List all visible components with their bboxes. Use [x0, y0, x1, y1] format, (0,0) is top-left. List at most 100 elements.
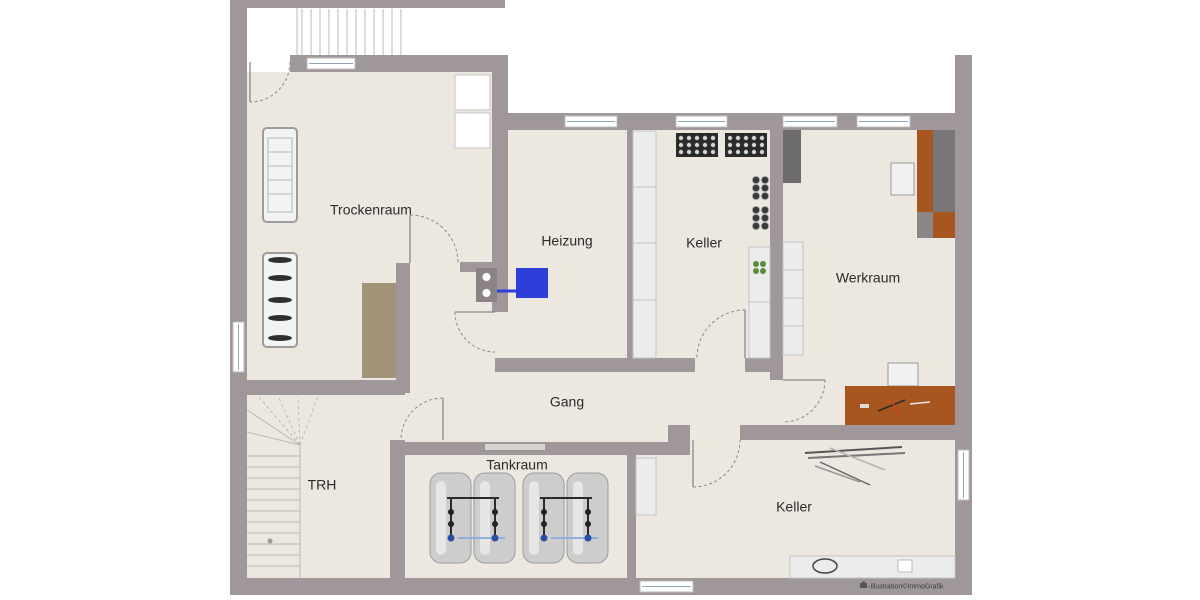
bench-vise — [917, 212, 933, 238]
wall-gang-top-stub — [460, 262, 508, 272]
drying-rack — [262, 127, 298, 223]
wall-trh-right — [390, 440, 405, 580]
wine-bottle — [759, 135, 765, 141]
wood-panel — [362, 283, 396, 378]
room-labels: Trockenraum Heizung Keller Werkraum Gang… — [308, 202, 901, 515]
wall-top-edge — [230, 0, 505, 8]
bottle — [760, 175, 770, 185]
oil-tank-highlight — [529, 481, 539, 555]
room-label-trh: TRH — [308, 477, 337, 493]
washing-machine — [454, 74, 491, 111]
door-keller-upper — [696, 309, 746, 359]
wall-heizung-keller — [627, 130, 633, 372]
shoes — [268, 297, 292, 303]
tool — [877, 399, 906, 412]
bottle — [751, 183, 761, 193]
tank-valve — [585, 509, 591, 515]
drying-rack-inner — [267, 137, 293, 213]
shoes — [268, 315, 292, 321]
wall-trockenraum-gang — [396, 263, 410, 393]
wine-bottle — [694, 149, 700, 155]
wine-bottle — [710, 135, 716, 141]
wine-bottle — [727, 135, 733, 141]
stool — [887, 362, 919, 387]
wall-tankraum-right — [627, 455, 636, 580]
tank-gauge — [584, 534, 592, 542]
cabinet — [783, 130, 801, 183]
room-label-heizung: Heizung — [541, 233, 592, 249]
room-label-keller-upper: Keller — [686, 235, 722, 251]
dryer — [454, 112, 491, 149]
wine-bottle — [751, 142, 757, 148]
wine-bottle — [686, 149, 692, 155]
window — [675, 115, 728, 128]
room-label-tankraum: Tankraum — [486, 457, 547, 473]
wine-bottle — [686, 135, 692, 141]
window — [639, 580, 694, 593]
watermark: -Illustration©ImmoGrafik — [860, 581, 944, 591]
wall-werkraum-bottom — [740, 425, 972, 440]
stair-tread — [297, 395, 301, 446]
wall-gang-bottom-stub — [668, 425, 690, 455]
tank-valve — [541, 521, 547, 527]
wine-bottle — [678, 135, 684, 141]
wall-outer-right — [955, 55, 972, 595]
tankraum-furniture — [429, 472, 609, 564]
watermark-text: -Illustration©ImmoGrafik — [868, 583, 944, 591]
green-bottle — [760, 268, 766, 274]
door-trh — [400, 397, 444, 441]
door-heizung — [454, 311, 496, 353]
tank-gauge — [491, 534, 499, 542]
tank-valve — [585, 521, 591, 527]
shoes — [268, 335, 292, 341]
stair-tread — [257, 395, 301, 446]
wine-bottle — [743, 135, 749, 141]
oil-tank-highlight — [573, 481, 583, 555]
wine-bottle — [743, 142, 749, 148]
tool — [909, 401, 931, 405]
room-label-trockenraum: Trockenraum — [330, 202, 412, 218]
wine-bottle — [710, 149, 716, 155]
shoes — [268, 257, 292, 263]
tank-gauge — [540, 534, 548, 542]
keller-upper-furniture — [632, 130, 771, 359]
door-swing — [249, 61, 291, 103]
door-stairwell — [249, 61, 291, 103]
wall-trockenraum-right — [492, 55, 508, 130]
stool — [890, 162, 915, 196]
wine-bottle — [743, 149, 749, 155]
window — [856, 115, 911, 128]
wine-bottle — [727, 149, 733, 155]
vent — [485, 444, 545, 450]
oil-tank-highlight — [436, 481, 446, 555]
camera-icon — [860, 581, 867, 588]
room-label-gang: Gang — [550, 394, 584, 410]
wine-bottle — [735, 135, 741, 141]
ski — [804, 446, 903, 454]
wine-bottle — [751, 149, 757, 155]
door-werkraum — [782, 379, 826, 423]
bottle — [760, 183, 770, 193]
tall-shelf — [632, 130, 657, 359]
wine-rack — [676, 133, 718, 157]
heizung-furniture — [476, 268, 548, 302]
spiral-staircase — [246, 395, 319, 578]
room-label-keller-lower: Keller — [776, 499, 812, 515]
wine-bottle — [694, 135, 700, 141]
bottle — [751, 191, 761, 201]
wall-trockenraum-bottom — [230, 380, 405, 395]
tank-valve — [492, 509, 498, 515]
bottle — [751, 213, 761, 223]
door-swing — [400, 397, 444, 441]
wheel — [812, 558, 838, 574]
green-bottle — [753, 268, 759, 274]
bottle-crate — [751, 175, 770, 201]
stair-tread — [299, 395, 319, 446]
wine-bottle — [678, 142, 684, 148]
wall-outer-bottom — [230, 578, 972, 595]
bottle — [760, 213, 770, 223]
wine-bottle — [702, 142, 708, 148]
tank-valve — [448, 521, 454, 527]
window — [232, 321, 245, 373]
oil-tank-highlight — [480, 481, 490, 555]
